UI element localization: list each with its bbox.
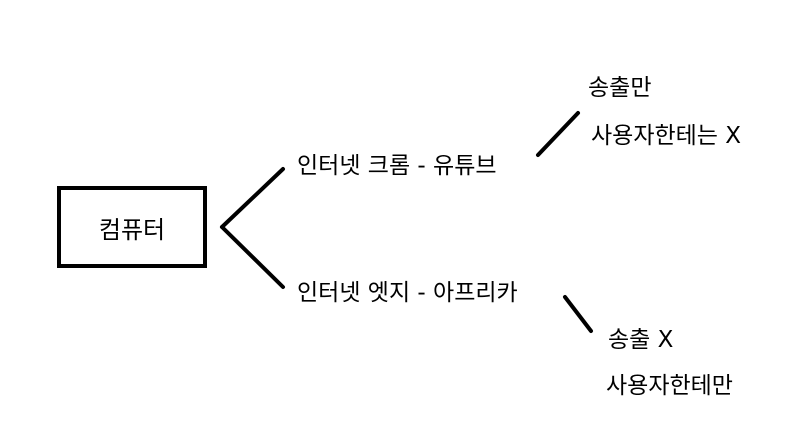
edge-outcome-label-1: 송출 X (608, 327, 674, 353)
branch-chrome-label: 인터넷 크롬 - 유튜브 (297, 153, 497, 179)
root-node-box: 컴퓨터 (57, 186, 207, 268)
branch-edge-label: 인터넷 엣지 - 아프리카 (297, 280, 518, 306)
chrome-outcome-label-1: 송출만 (588, 75, 652, 101)
connector-root-to-edge (220, 225, 285, 289)
chrome-outcome-label-2: 사용자한테는 X (591, 123, 742, 149)
connector-edge-to-outcome (563, 295, 593, 333)
edge-outcome-label-2: 사용자한테만 (606, 373, 733, 399)
connector-root-to-chrome (220, 167, 285, 229)
root-node-label: 컴퓨터 (98, 215, 166, 244)
connector-chrome-to-outcome (536, 111, 580, 157)
